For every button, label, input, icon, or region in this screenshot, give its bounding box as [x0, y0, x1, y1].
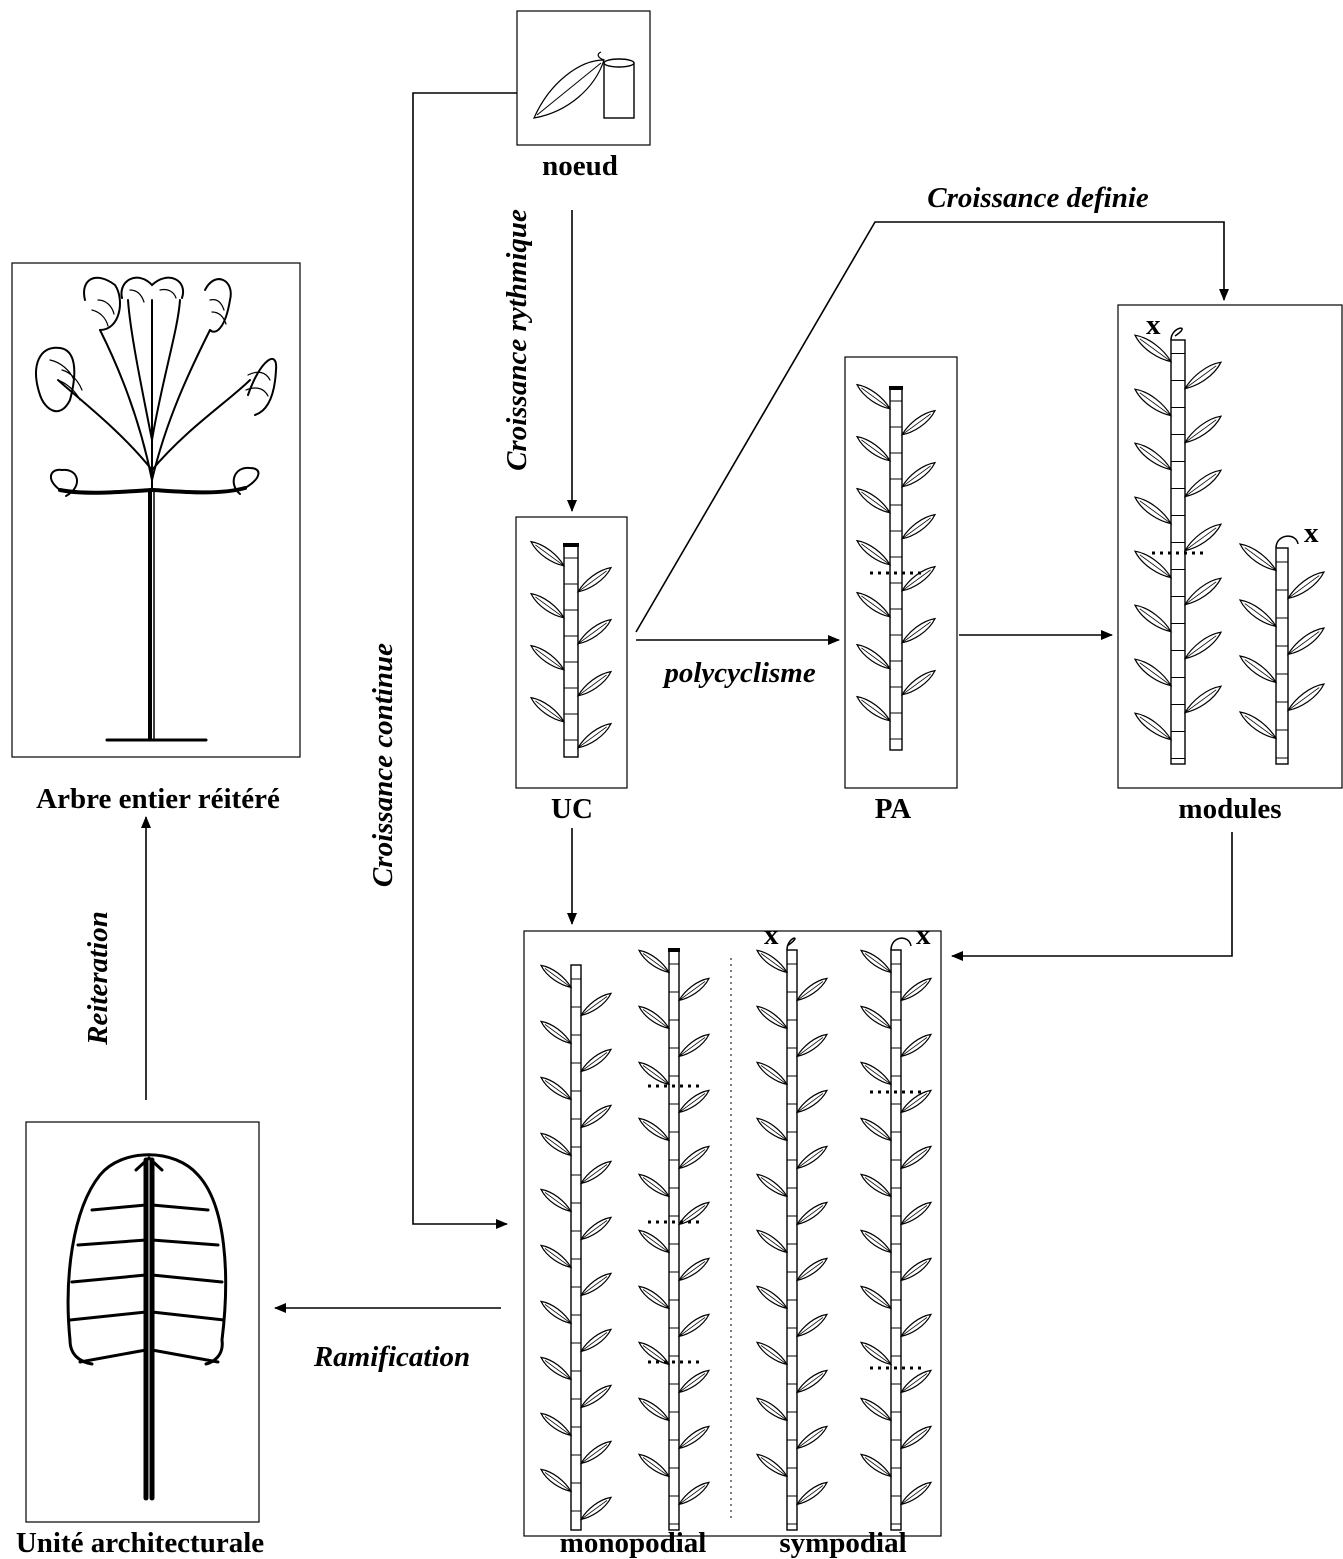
terminal-marker: x [1146, 309, 1161, 341]
terminal-marker: x [916, 919, 931, 951]
polycyclisme-label: polycyclisme [661, 657, 816, 689]
unite-label: Unité architecturale [16, 1527, 264, 1559]
noeud-label: noeud [542, 150, 618, 182]
ramification-label: Ramification [313, 1341, 470, 1373]
uc-label: UC [551, 793, 593, 825]
arbre-box [12, 263, 300, 757]
croissance-continue-label: Croissance continue [367, 643, 399, 887]
croissance-definie-label: Croissance definie [927, 182, 1149, 214]
arbre-label: Arbre entier réitéré [36, 783, 280, 815]
reiteration-label: Reiteration [82, 911, 114, 1046]
arrow-modules-branch [952, 832, 1232, 956]
sympodial-label: sympodial [779, 1527, 906, 1559]
terminal-marker: x [1304, 517, 1319, 549]
pa-label: PA [875, 793, 912, 825]
terminal-marker: x [764, 919, 779, 951]
modules-label: modules [1178, 793, 1281, 825]
monopodial-label: monopodial [560, 1527, 707, 1559]
croissance-rythmique-label: Croissance rythmique [501, 209, 533, 471]
